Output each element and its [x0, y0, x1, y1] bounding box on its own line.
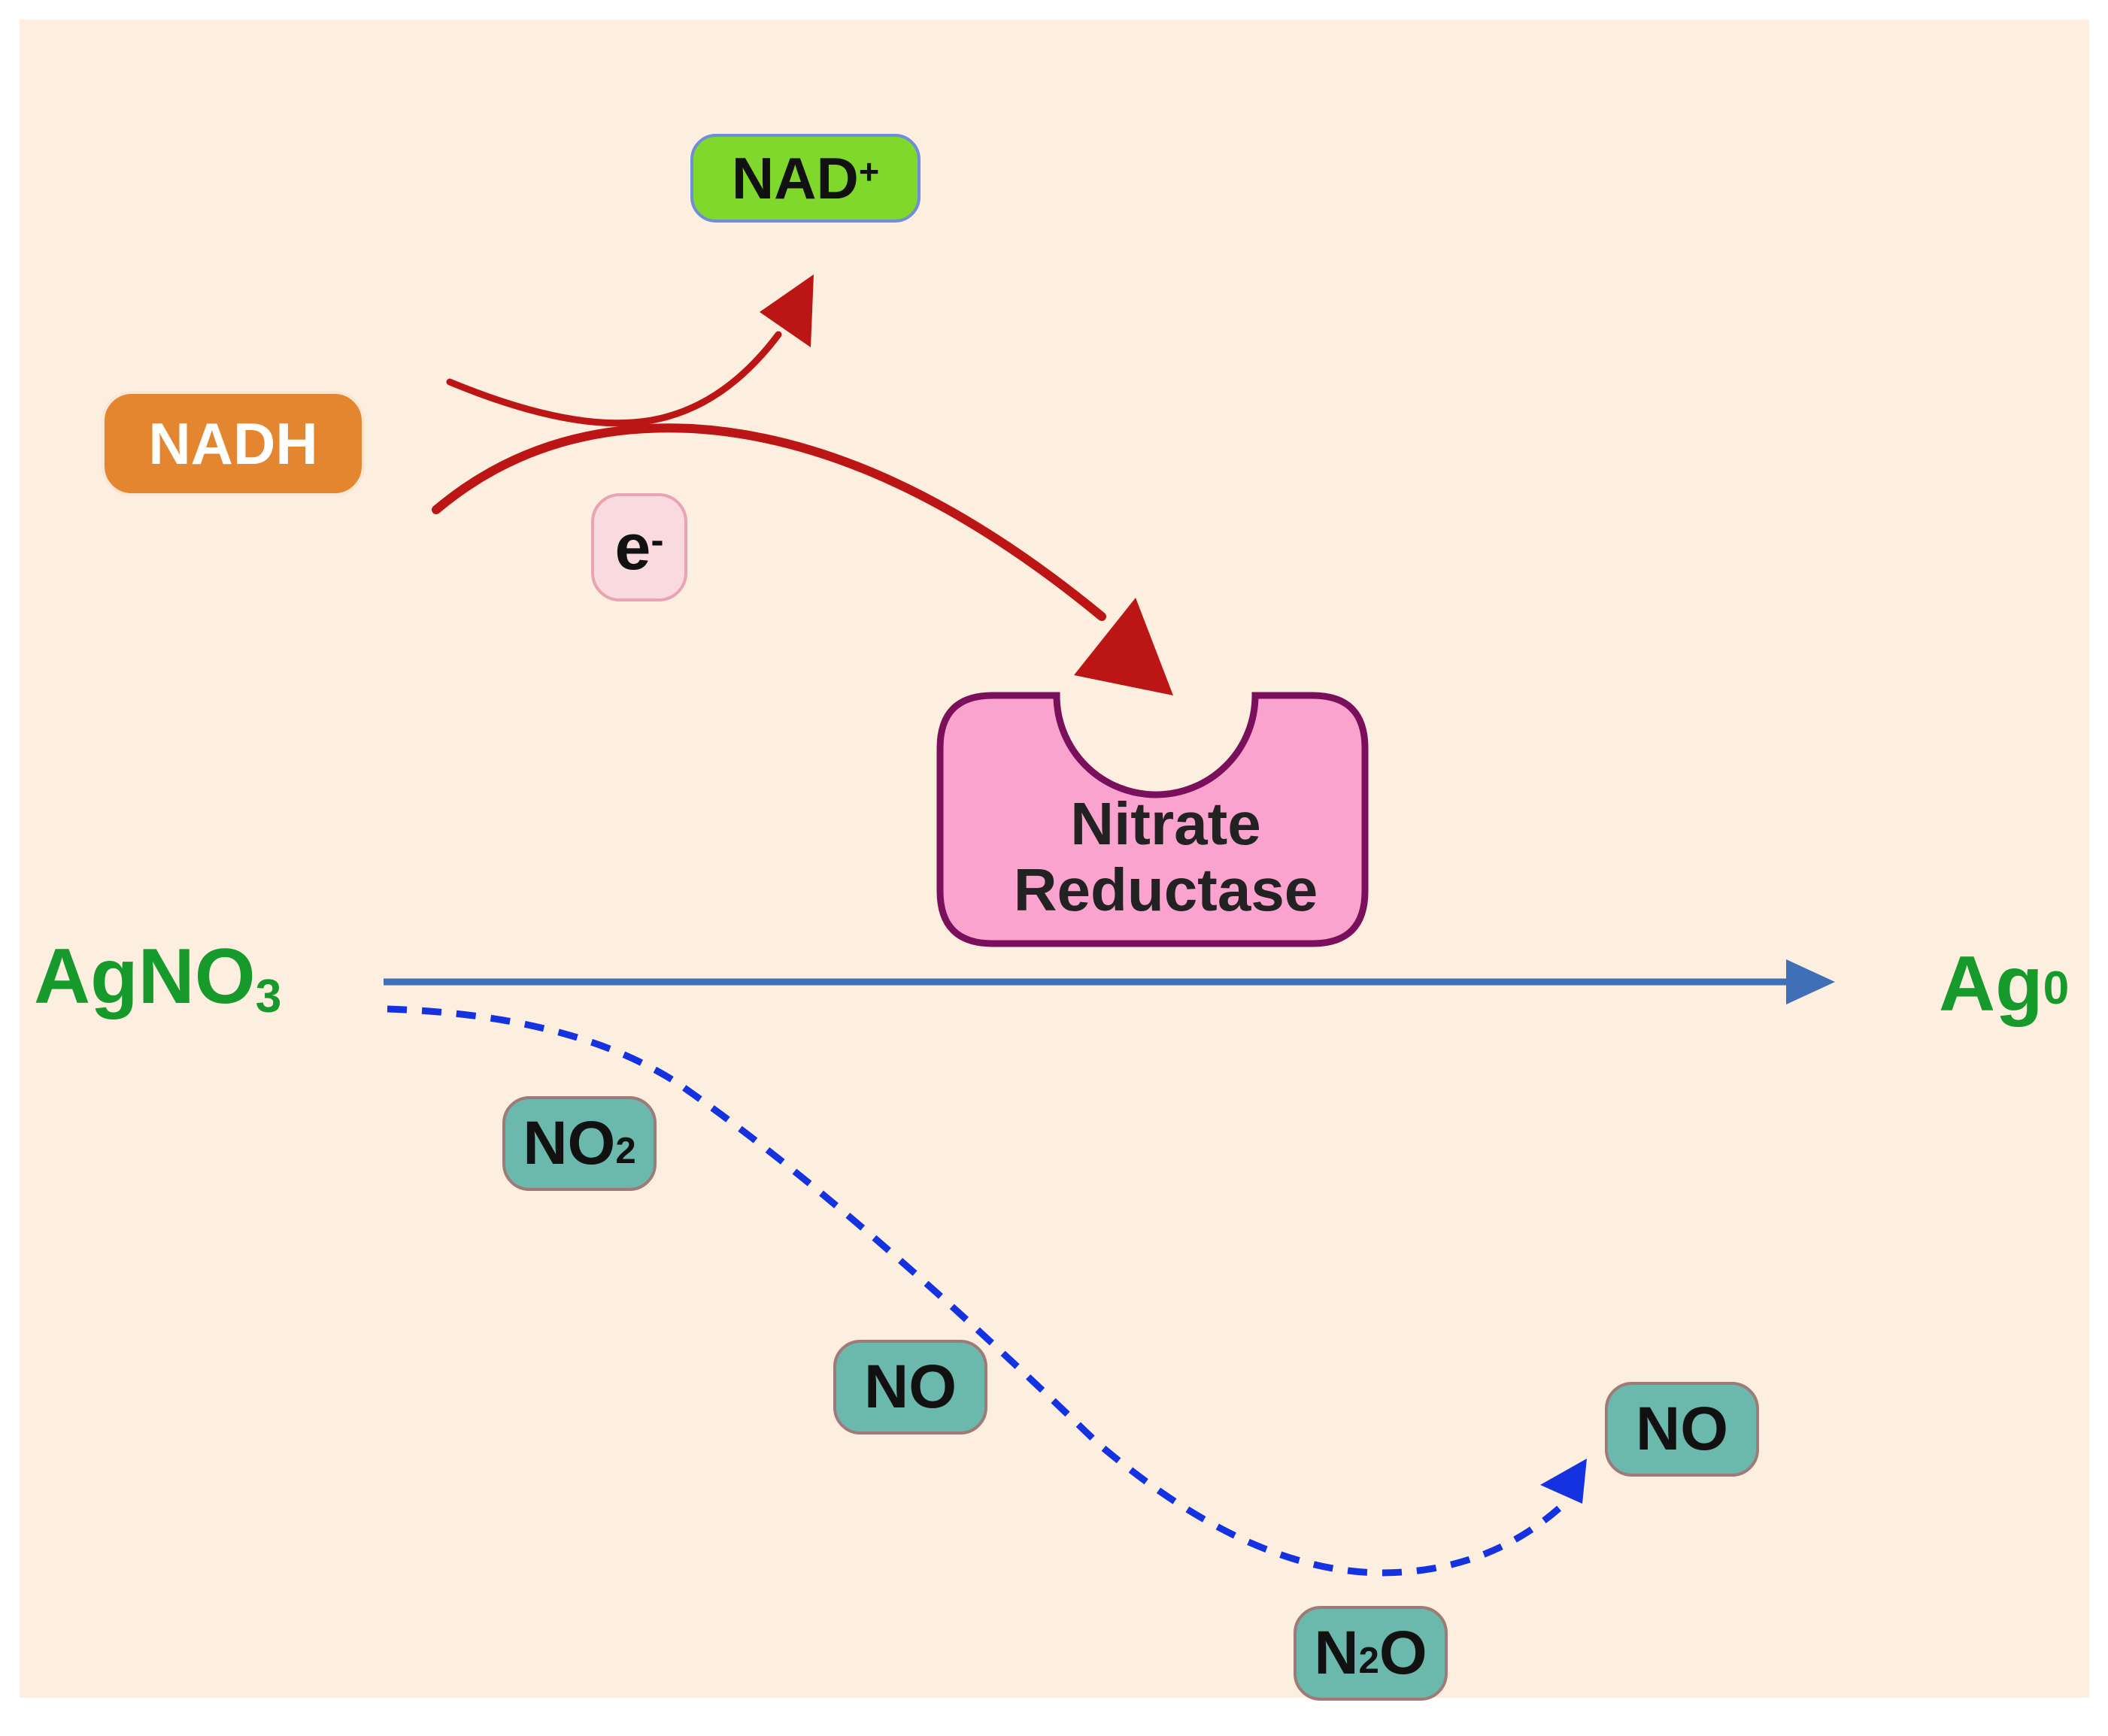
silver-product-label: Ag0	[1939, 940, 2069, 1029]
n2o-last: O	[1379, 1619, 1427, 1687]
silver-nitrate-label: AgNO3	[34, 932, 282, 1023]
no-node-end: NO	[1605, 1382, 1759, 1477]
enzyme-arrowhead	[1074, 598, 1173, 695]
nadh-node: NADH	[102, 391, 365, 496]
enzyme-label-line2: Reductase	[1013, 856, 1318, 923]
enzyme-label: Nitrate Reductase	[940, 791, 1391, 923]
silver-nitrate-subscript: 3	[255, 971, 282, 1023]
no2-subscript: 2	[615, 1130, 636, 1172]
electron-to-enzyme-arrow	[432, 423, 1106, 621]
n2o-subscript: 2	[1358, 1640, 1379, 1682]
no2-base: NO	[523, 1109, 616, 1177]
n2o-first: N	[1314, 1619, 1359, 1687]
nad-plus-node: NAD+	[690, 134, 921, 223]
nadh-to-nad-arrow	[446, 331, 782, 427]
nad-arrowhead	[760, 274, 814, 347]
nitrate-reductase-enzyme	[936, 692, 1369, 947]
nad-charge: +	[858, 151, 880, 191]
denitrification-dashed-path	[387, 1005, 1567, 1577]
main-reaction-arrowhead	[1786, 959, 1835, 1004]
denitrification-arrowhead	[1540, 1459, 1587, 1504]
nadh-label: NADH	[148, 410, 318, 477]
electron-charge: -	[651, 517, 664, 562]
silver-product-base: Ag	[1939, 941, 2043, 1028]
no-node-middle: NO	[833, 1340, 987, 1435]
nad-label: NAD	[731, 144, 859, 211]
enzyme-label-line1: Nitrate	[1070, 790, 1261, 857]
electron-node: e-	[591, 493, 687, 601]
silver-nitrate-base: AgNO	[34, 933, 256, 1020]
no-middle-label: NO	[864, 1353, 957, 1421]
no-end-label: NO	[1636, 1395, 1728, 1463]
silver-product-superscript: 0	[2043, 962, 2070, 1014]
electron-label: e	[614, 510, 651, 583]
